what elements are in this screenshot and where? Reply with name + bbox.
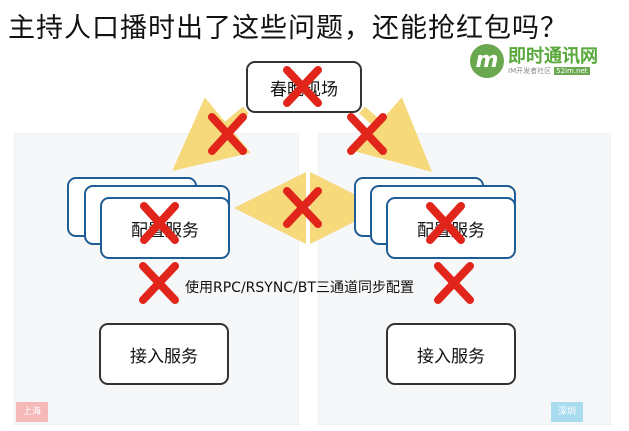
access-service-right: 接入服务: [386, 323, 516, 385]
logo-name: 即时通讯网: [508, 46, 598, 67]
config-service-left: 配置服务: [100, 197, 230, 259]
region-label-shenzhen: 深圳: [551, 402, 583, 422]
sync-label: 使用RPC/RSYNC/BT三通道同步配置: [185, 280, 414, 296]
config-service-right: 配置服务: [386, 197, 516, 259]
region-label-shanghai: 上海: [16, 402, 48, 422]
node-spring-gala: 春晚现场: [246, 61, 362, 113]
page-title: 主持人口播时出了这些问题，还能抢红包吗？: [8, 13, 568, 44]
logo-subtitle-text: IM开发者社区: [508, 67, 552, 75]
logo-tag: 52im.net: [554, 67, 590, 75]
access-service-left: 接入服务: [99, 323, 229, 385]
m-logo-icon: m: [470, 44, 504, 78]
